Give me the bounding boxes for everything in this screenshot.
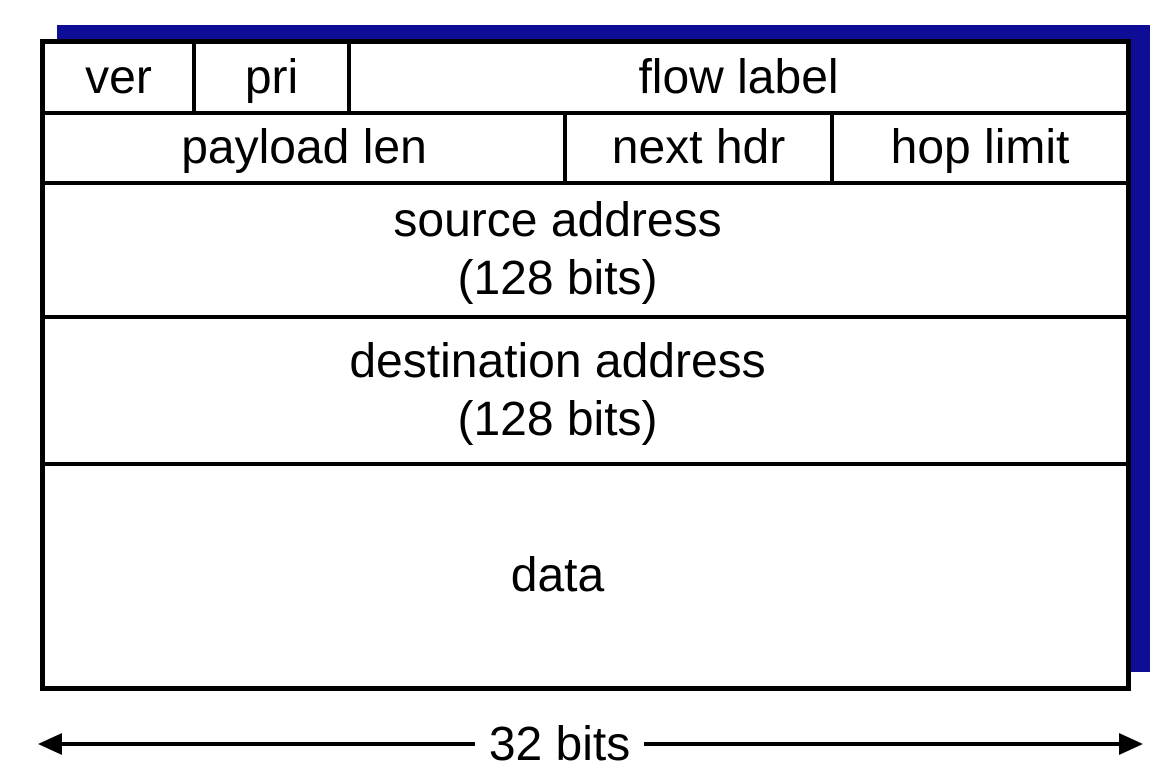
- field-label: pri: [244, 50, 299, 104]
- table-row: source address (128 bits): [45, 181, 1126, 315]
- field-payload-len: payload len: [45, 115, 563, 181]
- field-sublabel: (128 bits): [457, 252, 658, 305]
- field-label: destination address: [349, 334, 766, 388]
- field-hop-limit: hop limit: [830, 115, 1126, 181]
- field-source-address: source address (128 bits): [45, 185, 1126, 315]
- scale-label: 32 bits: [488, 717, 631, 771]
- scale-line-right: [644, 742, 1119, 746]
- field-destination-address: destination address (128 bits): [45, 319, 1126, 462]
- scale-line-left: [62, 742, 475, 746]
- field-label: ver: [85, 50, 152, 104]
- left-arrowhead-icon: [38, 733, 62, 755]
- table-row: payload len next hdr hop limit: [45, 111, 1126, 181]
- field-flow-label: flow label: [347, 44, 1126, 111]
- table-row: destination address (128 bits): [45, 315, 1126, 462]
- field-label: hop limit: [890, 121, 1070, 174]
- field-label: next hdr: [611, 121, 786, 174]
- field-sublabel: (128 bits): [457, 392, 658, 446]
- bits-width-scale: 32 bits: [38, 718, 1143, 771]
- field-label: payload len: [181, 121, 427, 174]
- field-label: flow label: [638, 50, 839, 104]
- right-arrowhead-icon: [1119, 733, 1143, 755]
- field-ver: ver: [45, 44, 192, 111]
- field-next-hdr: next hdr: [563, 115, 830, 181]
- field-label: source address: [393, 194, 722, 247]
- field-label: data: [510, 549, 605, 602]
- ipv6-header-table: ver pri flow label payload len next hdr …: [40, 39, 1131, 691]
- table-row: data: [45, 462, 1126, 686]
- field-data: data: [45, 466, 1126, 686]
- table-row: ver pri flow label: [45, 44, 1126, 111]
- field-pri: pri: [192, 44, 347, 111]
